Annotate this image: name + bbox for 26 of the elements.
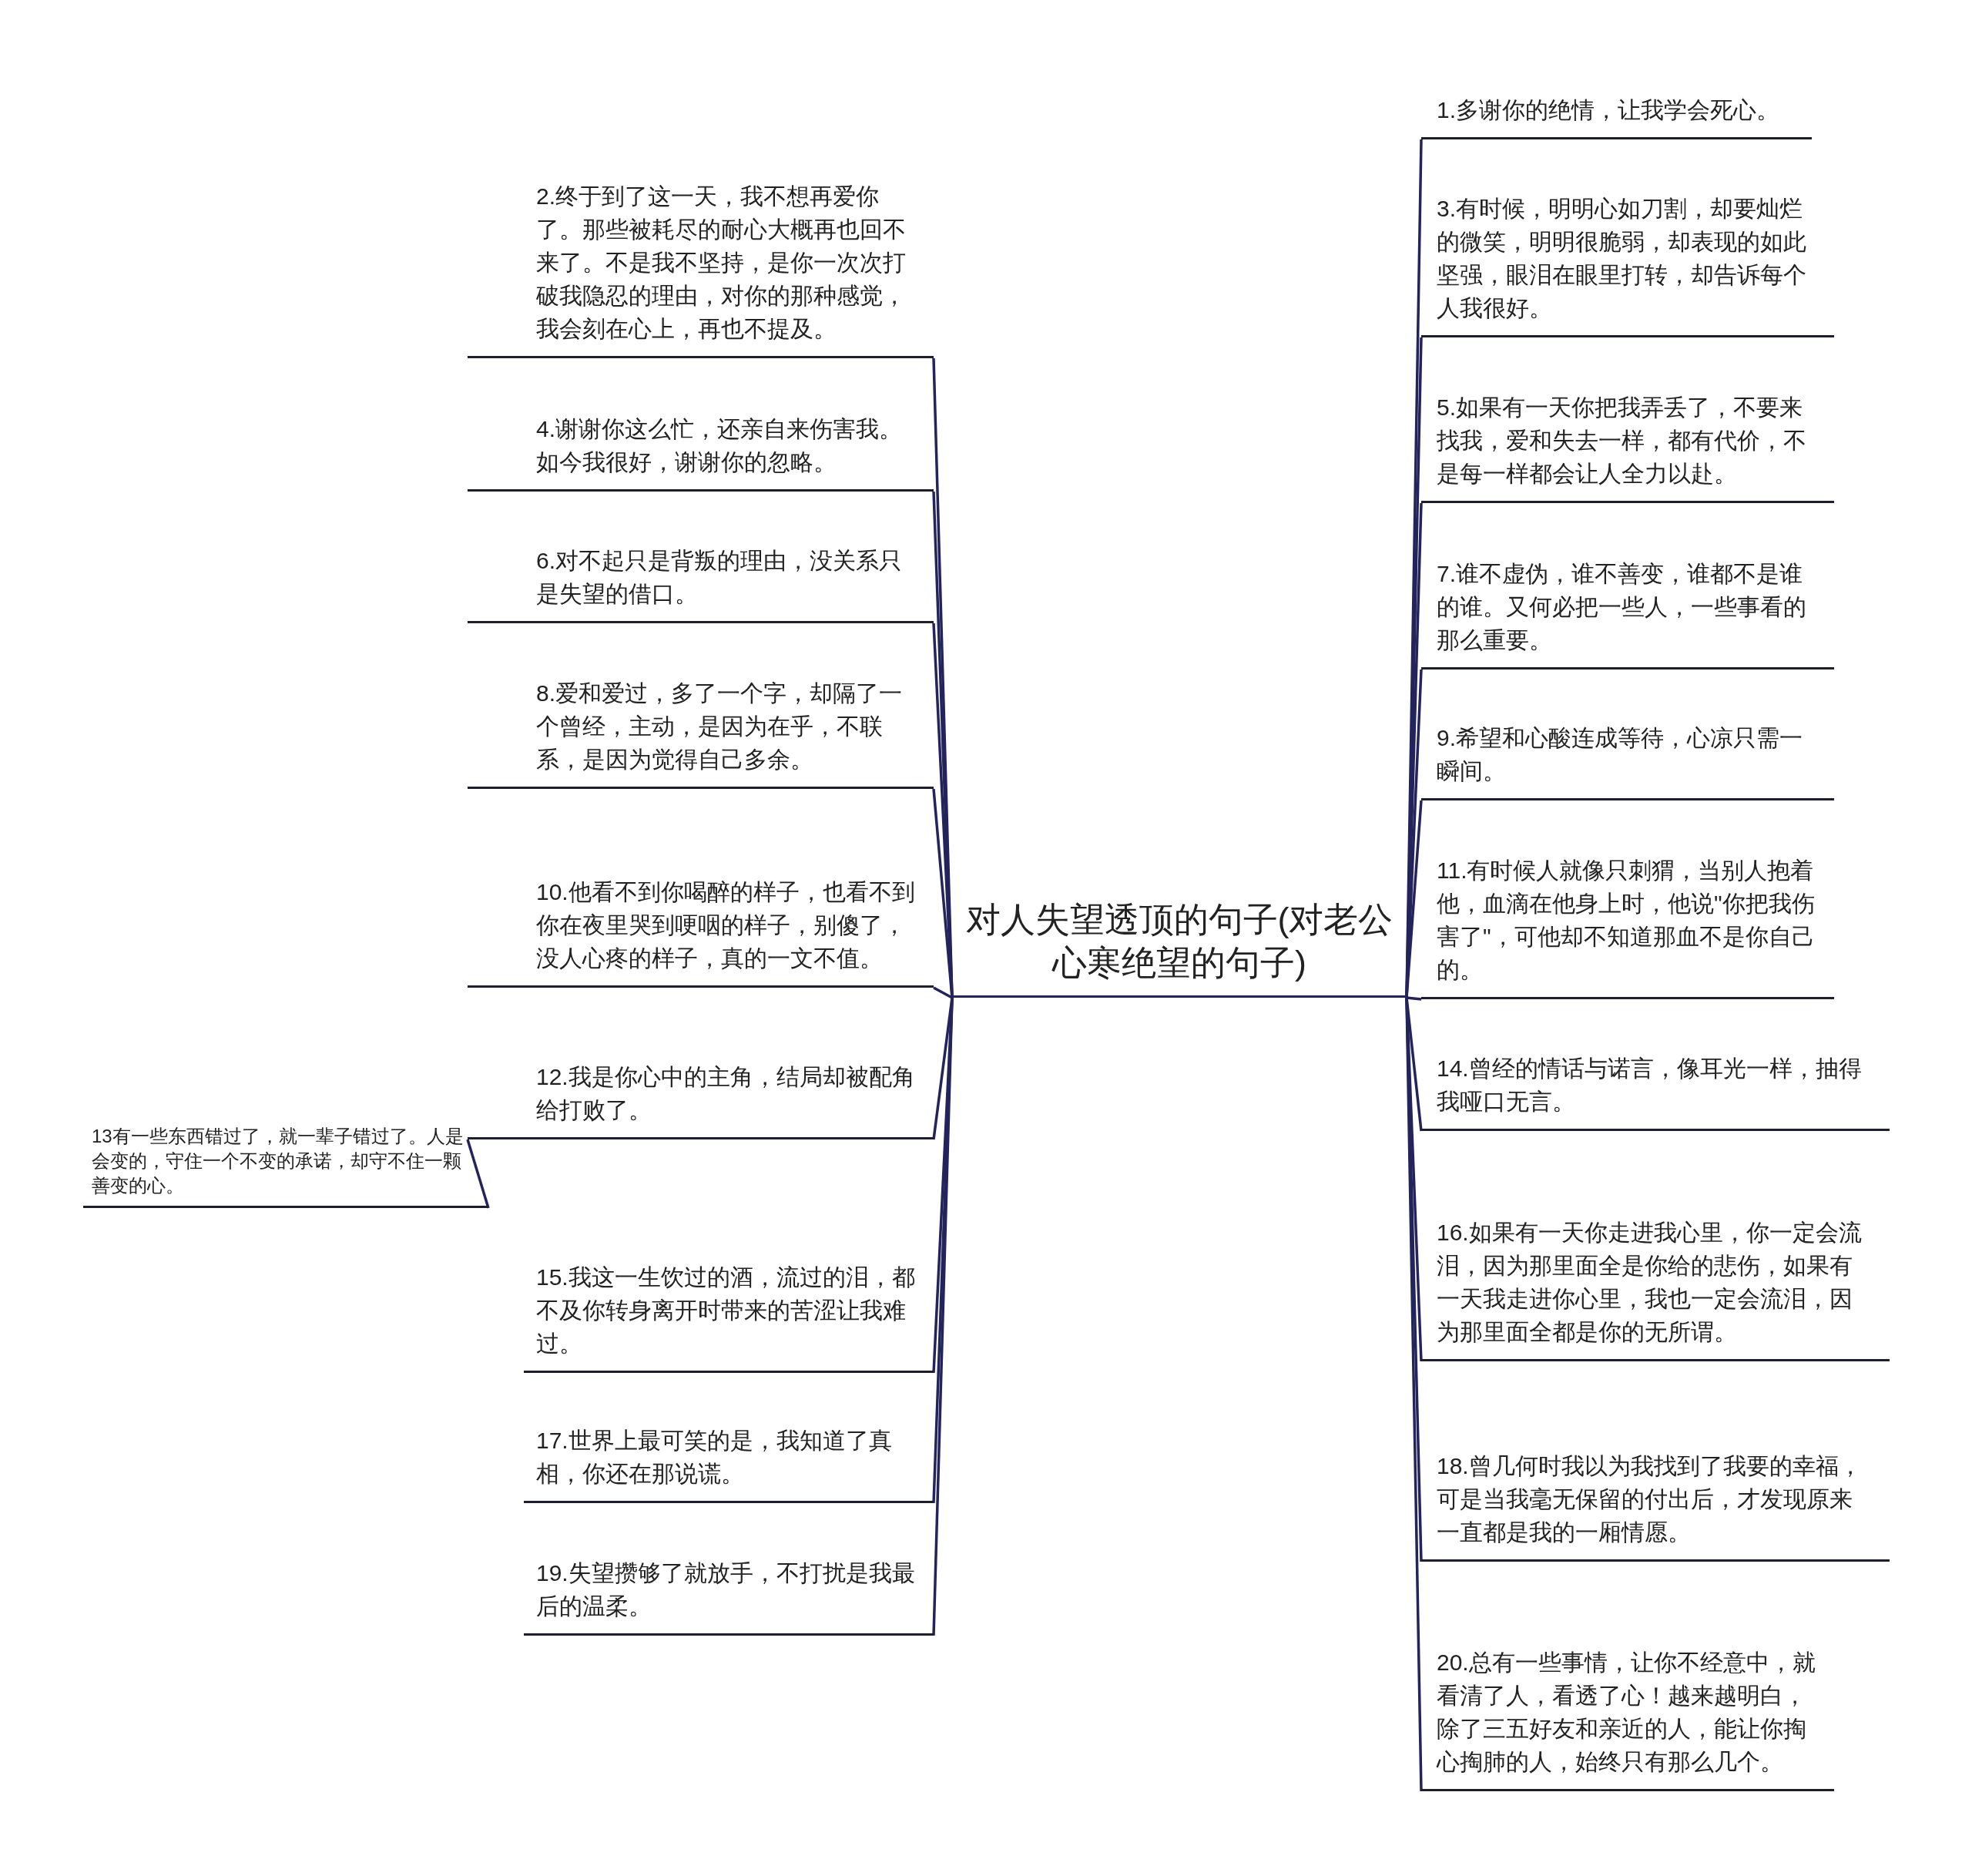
branch-topic: 20.总有一些事情，让你不经意中，就看清了人，看透了心！越来越明白，除了三五好友和亲近的人，能让你掏心掏肺的人，始终只有那么几个。 — [1421, 1562, 1834, 1791]
connector-line — [466, 1139, 490, 1209]
branch-topic: 17.世界上最可笑的是，我知道了真相，你还在那说谎。 — [524, 1373, 934, 1503]
branch-topic: 12.我是你心中的主角，结局却被配角给打败了。 — [468, 988, 934, 1139]
branch-topic: 5.如果有一天你把我弄丢了，不要来找我，爱和失去一样，都有代价，不是每一样都会让人全力以赴。 — [1421, 337, 1834, 503]
connector-line — [1405, 997, 1423, 1792]
branch-topic: 18.曾几何时我以为我找到了我要的幸福，可是当我毫无保留的付出后，才发现原来一直都是我的一厢情愿。 — [1421, 1361, 1890, 1562]
connector-line — [932, 997, 954, 1636]
branch-topic: 2.终于到了这一天，我不想再爱你了。那些被耗尽的耐心大概再也回不来了。不是我不坚持，是你一次次打破我隐忍的理由，对你的那种感觉，我会刻在心上，再也不提及。 — [468, 139, 934, 358]
branch-topic: 6.对不起只是背叛的理由，没关系只是失望的借口。 — [468, 492, 934, 623]
branch-topic: 7.谁不虚伪，谁不善变，谁都不是谁的谁。又何必把一些人，一些事看的那么重要。 — [1421, 503, 1834, 670]
branch-topic: 3.有时候，明明心如刀割，却要灿烂的微笑，明明很脆弱，却表现的如此坚强，眼泪在眼里打转，却告诉每个人我很好。 — [1421, 139, 1834, 337]
branch-topic: 4.谢谢你这么忙，还亲自来伤害我。如今我很好，谢谢你的忽略。 — [468, 358, 934, 492]
central-topic: 对人失望透顶的句子(对老公心寒绝望的句子) — [952, 878, 1407, 998]
branch-topic: 1.多谢你的绝情，让我学会死心。 — [1421, 85, 1812, 139]
branch-topic: 19.失望攒够了就放手，不打扰是我最后的温柔。 — [524, 1503, 934, 1636]
branch-topic: 11.有时候人就像只刺猬，当别人抱着他，血滴在他身上时，他说"你把我伤害了"，可他却不知道那血不是你自己的。 — [1421, 800, 1834, 999]
branch-topic: 16.如果有一天你走进我心里，你一定会流泪，因为那里面全是你给的悲伤，如果有一天我走进你心里，我也一定会流泪，因为那里面全都是你的无所谓。 — [1421, 1131, 1890, 1361]
connector-line — [933, 986, 953, 999]
branch-topic: 8.爱和爱过，多了一个字，却隔了一个曾经，主动，是因为在乎，不联系，是因为觉得自己多余。 — [468, 623, 934, 789]
branch-topic: 10.他看不到你喝醉的样子，也看不到你在夜里哭到哽咽的样子，别傻了，没人心疼的样子，真的一文不值。 — [468, 789, 934, 988]
branch-topic: 15.我这一生饮过的酒，流过的泪，都不及你转身离开时带来的苦涩让我难过。 — [524, 1139, 934, 1373]
branch-topic: 14.曾经的情话与诺言，像耳光一样，抽得我哑口无言。 — [1421, 999, 1890, 1131]
sub-topic: 13有一些东西错过了，就一辈子错过了。人是会变的，守住一个不变的承诺，却守不住一颗善变的心。 — [83, 1109, 488, 1208]
connector-line — [1406, 996, 1422, 1001]
branch-topic: 9.希望和心酸连成等待，心凉只需一瞬间。 — [1421, 670, 1834, 800]
